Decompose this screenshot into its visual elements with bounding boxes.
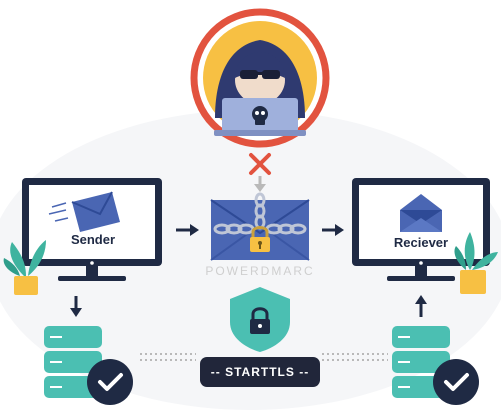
chain-icon: [213, 192, 307, 235]
starttls-banner: -- STARTTLS --: [200, 357, 320, 387]
skull-icon: [252, 106, 268, 125]
padlock-icon: [250, 226, 270, 252]
arrow-sender-to-envelope: [176, 224, 199, 236]
arrow-sender-to-database: [70, 296, 82, 317]
checkmark-icon: [433, 359, 479, 405]
receiver-label: Reciever: [393, 235, 449, 250]
arrow-envelope-to-receiver: [322, 224, 344, 236]
plant-icon: [454, 232, 498, 294]
sender-label: Sender: [70, 232, 116, 247]
checkmark-icon: [87, 359, 133, 405]
blocked-x-icon: [249, 153, 271, 192]
arrow-database-to-receiver: [415, 295, 427, 317]
sender-monitor-icon: [22, 178, 162, 281]
locked-envelope-icon: [210, 199, 310, 261]
dotted-connector-left: [140, 353, 196, 361]
hacker-icon: [190, 8, 330, 148]
open-envelope-icon: [400, 194, 442, 232]
shield-icon: [230, 287, 290, 352]
dotted-connector-right: [322, 353, 388, 361]
plant-icon: [3, 240, 46, 295]
brand-logo-text: POWERDMARC: [205, 264, 315, 278]
envelope-icon: [48, 191, 120, 232]
